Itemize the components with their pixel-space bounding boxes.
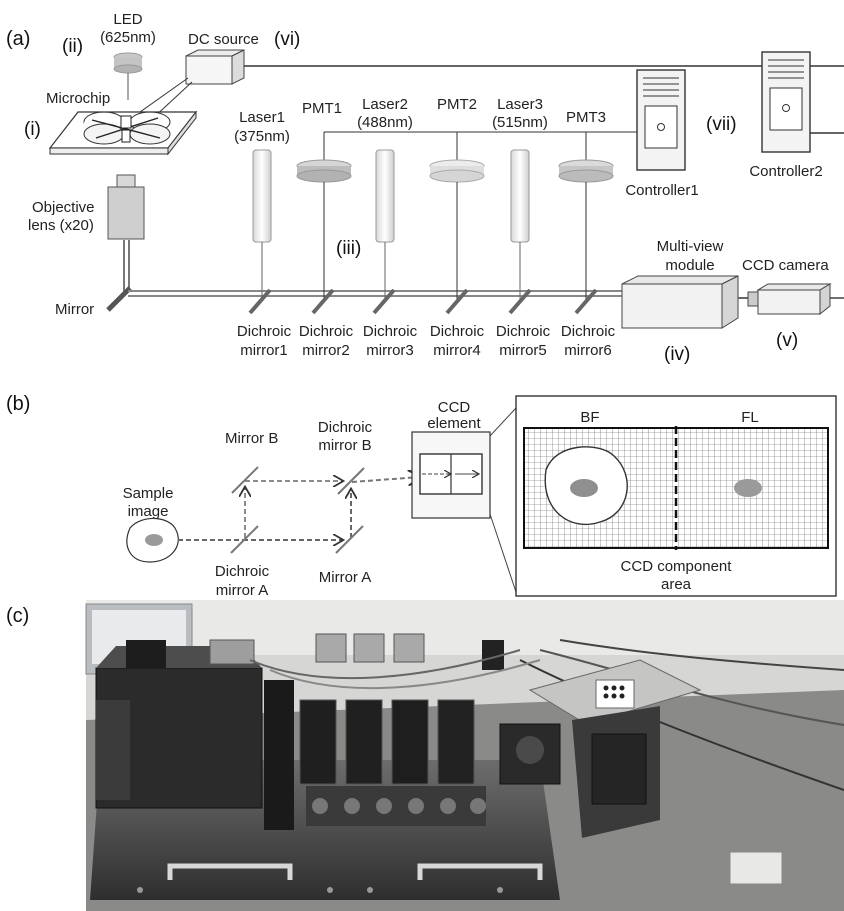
sample-cell [127,518,178,562]
dichroic5-sublabel: mirror5 [499,342,547,359]
laser2-wavelength: (488nm) [357,114,413,131]
bf-cell [545,447,627,525]
dichroic-b-label: Dichroic [318,419,373,436]
objective-label: Objective [32,199,95,216]
dichroic-a-sublabel: mirror A [216,582,269,599]
panel-label-b: (b) [6,393,30,415]
controller1-computer [637,70,685,170]
ccd-element-sublabel: element [427,415,481,432]
mirror-label: Mirror [55,301,94,318]
dichroic-mirror3 [374,290,394,313]
multiview-sublabel: module [665,257,714,274]
dc-source-box [186,50,244,84]
apparatus-photo [86,600,844,911]
microchip-label: Microchip [46,90,110,107]
dichroic4-label: Dichroic [430,323,485,340]
objective-lens [108,175,144,239]
dichroic6-sublabel: mirror6 [564,342,612,359]
controller1-label: Controller1 [625,182,698,199]
dichroic-mirror1 [250,290,270,313]
pmt2-label: PMT2 [437,96,477,113]
laser2-label: Laser2 [362,96,408,113]
dichroic-mirror2 [313,290,333,313]
ccd-area-sublabel: area [661,576,692,593]
mirror-a-label: Mirror A [319,569,372,586]
ccd-camera [748,284,830,314]
fl-nucleus [734,479,762,497]
panel-label-a: (a) [6,28,30,50]
mirror [108,288,130,310]
led-label: LED [113,11,142,28]
multiview-module [622,276,738,328]
led-wavelength: (625nm) [100,29,156,46]
ccd-element [412,432,490,518]
dichroic6-label: Dichroic [561,323,616,340]
laser3-wavelength: (515nm) [492,114,548,131]
sample-image-label: Sample [123,485,174,502]
ccd-area-label: CCD component [621,558,733,575]
laser1-wavelength: (375nm) [234,128,290,145]
dichroic-a-label: Dichroic [215,563,270,580]
panel-label-c: (c) [6,605,29,627]
sample-image-sublabel: image [128,503,169,520]
dichroic3-label: Dichroic [363,323,418,340]
pmt3-label: PMT3 [566,109,606,126]
laser3-body [511,150,529,242]
laser1-body [253,150,271,242]
label-vii: (vii) [706,114,737,135]
dichroic5-label: Dichroic [496,323,551,340]
led-icon [114,53,142,73]
dichroic3-sublabel: mirror3 [366,342,414,359]
dichroic2-sublabel: mirror2 [302,342,350,359]
pmt2-detector [430,160,484,182]
laser2-body [376,150,394,242]
label-i: (i) [24,119,41,140]
label-iii: (iii) [336,238,361,259]
dichroic2-label: Dichroic [299,323,354,340]
zoom-line-bottom [490,514,516,592]
laser1-label: Laser1 [239,109,285,126]
ccd-camera-label: CCD camera [742,257,829,274]
zoom-line-top [490,408,516,436]
ccd-element-label: CCD [438,399,471,416]
label-iv: (iv) [664,344,690,365]
pmt1-detector [297,160,351,182]
mirror-b-label: Mirror B [225,430,278,447]
laser3-label: Laser3 [497,96,543,113]
controller2-label: Controller2 [749,163,822,180]
objective-magnification: lens (x20) [28,217,94,234]
label-vi: (vi) [274,29,300,50]
controller2-computer [762,52,810,152]
pmt1-label: PMT1 [302,100,342,117]
fl-label: FL [741,409,759,426]
path-dmb-to-ccd [352,477,420,482]
bf-label: BF [580,409,599,426]
dichroic-b-sublabel: mirror B [318,437,371,454]
dichroic1-label: Dichroic [237,323,292,340]
pmt3-detector [559,160,613,182]
dichroic4-sublabel: mirror4 [433,342,481,359]
multiview-label: Multi-view [657,238,724,255]
label-v: (v) [776,330,798,351]
dichroic1-sublabel: mirror1 [240,342,288,359]
label-ii: (ii) [62,36,83,57]
dc-source-label: DC source [188,31,259,48]
microchip-stage [50,112,196,154]
